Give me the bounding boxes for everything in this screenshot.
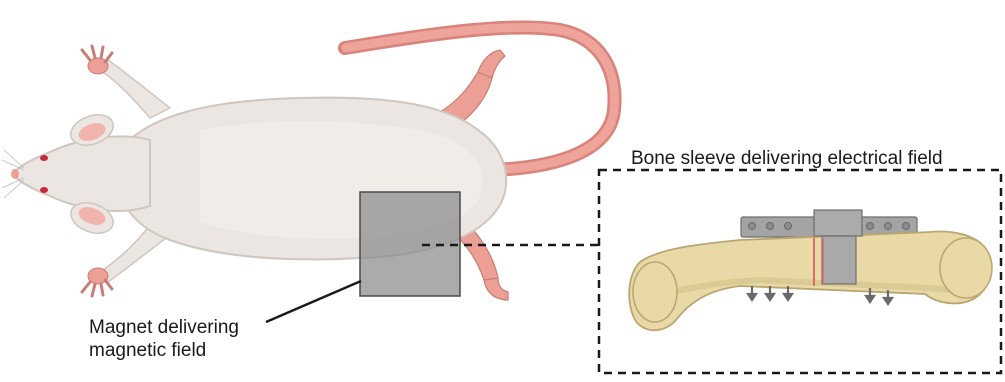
magnet-label-line-1: Magnet delivering: [89, 316, 239, 339]
front-leg-upper: [100, 60, 170, 118]
bone-sleeve: [822, 236, 856, 284]
hind-paw-lower: [484, 278, 508, 300]
magnet-label-line-2: magnetic field: [89, 339, 239, 362]
bone-sleeve-label: Bone sleeve delivering electrical field: [631, 147, 943, 170]
bone-head: [633, 262, 677, 322]
bone-illustration: [629, 210, 992, 330]
magnet-label: Magnet delivering magnetic field: [89, 316, 239, 362]
bone-sleeve-top: [814, 210, 862, 236]
rat-illustration: [2, 27, 615, 300]
nose: [11, 169, 19, 179]
magnet-square: [360, 192, 460, 296]
eye-lower: [40, 187, 48, 193]
magnet-leader-line: [266, 281, 361, 322]
hind-paw-upper: [478, 50, 505, 78]
rat-head: [14, 136, 150, 211]
bone-condyle: [940, 238, 992, 298]
eye-upper: [40, 155, 48, 161]
